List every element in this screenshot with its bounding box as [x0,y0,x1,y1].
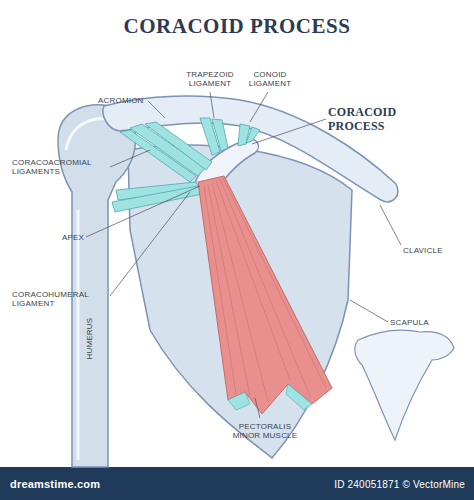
part-label: PECTORALIS MINOR MUSCLE [225,422,305,440]
part-label: HUMERUS [85,309,94,369]
diagram-title: CORACOID PROCESS [0,14,474,39]
part-label: CONOID LIGAMENT [240,70,300,88]
part-label: CORACOID PROCESS [328,106,408,134]
footer-text: ID 240051871 © VectorMine [280,479,465,491]
part-label: APEX [62,233,92,242]
footer-text: dreamstime.com [10,478,160,491]
part-label: ACROMION [98,96,158,105]
part-label: CORACOHUMERAL LIGAMENT [12,290,112,308]
part-label: CLAVICLE [403,246,453,255]
part-label: SCAPULA [390,318,440,327]
part-label: CORACOACROMIAL LIGAMENTS [12,158,112,176]
part-label: TRAPEZOID LIGAMENT [180,70,240,88]
